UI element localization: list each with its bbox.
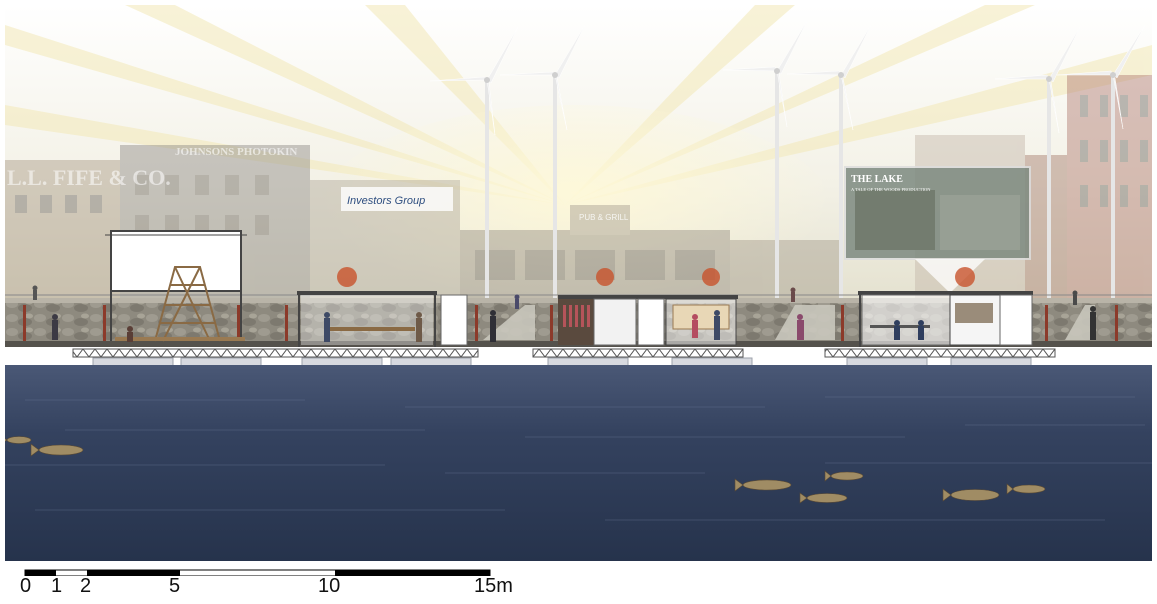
sign-investors: Investors Group xyxy=(347,195,425,207)
scale-bar: 0 1 2 5 10 15m xyxy=(0,562,600,604)
wall-staircases xyxy=(483,305,1095,340)
scale-bar-graphic xyxy=(24,569,491,576)
fish xyxy=(5,436,1046,504)
scale-label-15m: 15m xyxy=(474,575,513,597)
pavilion-studio xyxy=(858,291,1033,347)
scale-label-2: 2 xyxy=(80,575,92,597)
pavilion-shop xyxy=(558,295,738,346)
scale-segment-0-1 xyxy=(25,570,56,576)
trees xyxy=(337,267,975,287)
sign-johnson: JOHNSONS PHOTOKIN xyxy=(175,146,297,158)
scale-segment-10-15 xyxy=(335,570,490,576)
lake-water xyxy=(5,365,1152,561)
people xyxy=(32,285,1096,342)
scale-label-0: 0 xyxy=(20,575,32,597)
sign-fife: L.L. FIFE & CO. xyxy=(7,165,171,190)
dock-trusses xyxy=(72,348,1056,358)
scale-label-1: 1 xyxy=(51,575,63,597)
investors-sign-panel xyxy=(341,187,453,211)
sun-glow xyxy=(315,105,835,325)
workshop-pavilion-1 xyxy=(297,291,468,347)
wooden-scaffold xyxy=(115,266,245,342)
scale-label-10: 10 xyxy=(318,575,341,597)
scale-label-5: 5 xyxy=(169,575,181,597)
wall-bollards xyxy=(23,305,1118,347)
wind-turbines xyxy=(429,20,1146,301)
waterfront-section-drawing: L.L. FIFE & CO. JOHNSONS PHOTOKIN Invest… xyxy=(5,5,1152,561)
water-ripples xyxy=(5,396,1152,521)
lake-billboard-title: THE LAKE xyxy=(851,174,903,185)
sign-pub: PUB & GRILL xyxy=(579,213,629,222)
lake-billboard-subtitle: A TALE OF THE WOODS PRODUCTION xyxy=(851,187,931,192)
scale-segment-2-5 xyxy=(87,570,180,576)
screen-frame-structure xyxy=(105,230,247,341)
lake-billboard: THE LAKE A TALE OF THE WOODS PRODUCTION xyxy=(844,166,1031,293)
